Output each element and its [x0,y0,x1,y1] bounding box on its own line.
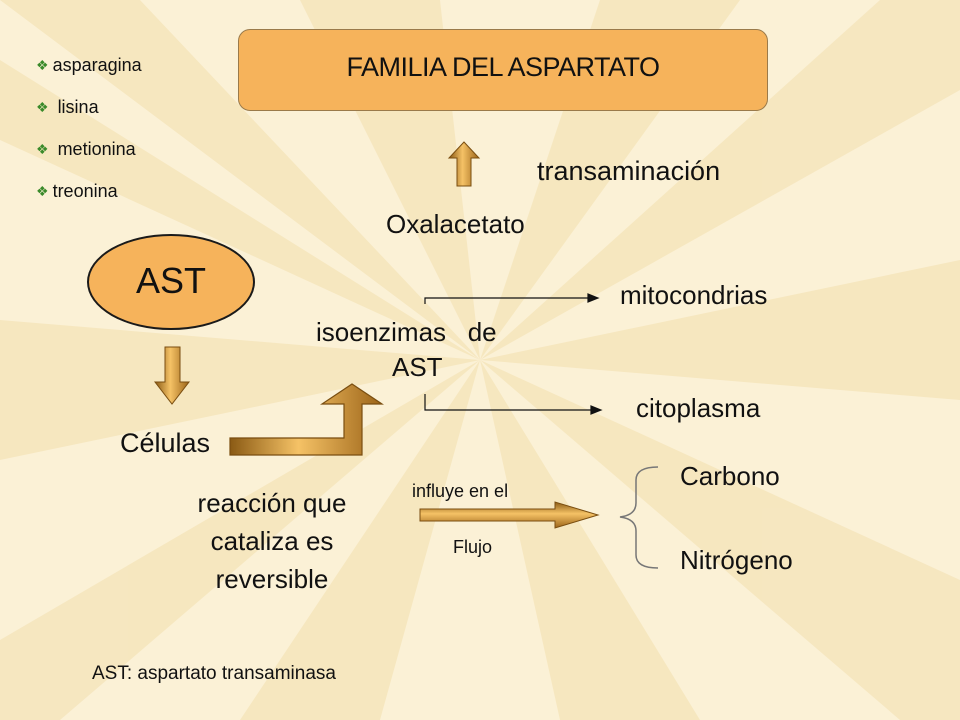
ast-label: AST [135,260,206,301]
flow-label: Flujo [453,537,493,557]
diamond-bullet-icon: ❖ [36,182,49,199]
transamination-label: transaminación [537,156,721,186]
list-item: ❖lisina [36,96,99,117]
influences-label: influye en el [412,481,509,501]
right-arrow-icon [419,501,600,529]
diamond-bullet-icon: ❖ [36,56,49,73]
cytoplasm-label: citoplasma [636,393,761,423]
carbon-label: Carbono [680,461,780,491]
list-item: ❖metionina [36,138,136,159]
page-title: FAMILIA DEL ASPARTATO [346,52,660,82]
isoenzymes-label-line2: AST [392,352,443,382]
amino-acid-list: ❖asparagina ❖lisina ❖metionina ❖treonina [36,44,142,212]
up-arrow-icon [447,141,481,187]
footnote: AST: aspartato transaminasa [92,663,336,684]
diamond-bullet-icon: ❖ [36,98,49,115]
curly-brace-icon [619,466,659,569]
branch-arrow-bottom [424,394,603,415]
nitrogen-label: Nitrógeno [680,545,793,575]
isoenzymes-label-line1: isoenzimas de [316,317,497,347]
diamond-bullet-icon: ❖ [36,140,49,157]
branch-arrow-top [424,293,600,304]
bent-arrow-icon [229,383,384,456]
title-box: FAMILIA DEL ASPARTATO [238,29,768,111]
ast-oval: AST [87,234,255,330]
cells-label: Células [120,428,211,458]
reaction-label: reacción que cataliza es reversible [197,488,347,594]
list-item: ❖treonina [36,180,118,201]
mitochondria-label: mitocondrias [620,280,768,310]
down-arrow-icon [153,346,191,405]
oxalacetate-label: Oxalacetato [386,209,525,239]
list-item: ❖asparagina [36,54,142,75]
